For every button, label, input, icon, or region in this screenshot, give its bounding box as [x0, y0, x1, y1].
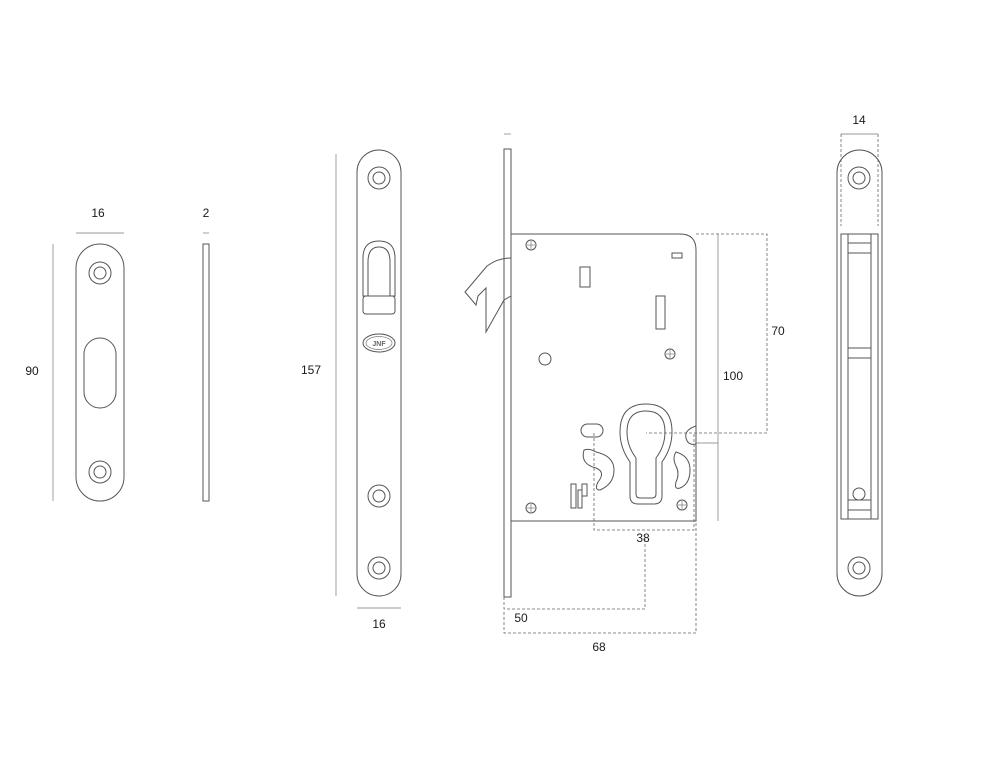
screw-bottom-left — [525, 502, 537, 514]
center-distance-label: 38 — [636, 531, 650, 545]
body-depth-dimension: 68 — [503, 521, 697, 654]
body-height-label: 100 — [723, 369, 743, 383]
faceplate-height-dimension: 157 — [301, 154, 337, 596]
faceplate-height-label: 157 — [301, 363, 321, 377]
screw-bottom-right — [676, 499, 688, 511]
strike-width-dimension: 16 — [76, 206, 124, 234]
strike-height-dimension: 90 — [25, 244, 54, 501]
body-height-dimension: 100 — [717, 234, 743, 443]
strike-plate-front — [75, 243, 125, 502]
strike-width-label: 16 — [91, 206, 105, 220]
lock-body-side — [464, 133, 719, 598]
faceplate-width-label: 16 — [372, 617, 386, 631]
faceplate-front: JNF — [356, 149, 402, 597]
strike-thickness-label: 2 — [203, 206, 210, 220]
logo-badge: JNF — [362, 333, 396, 353]
faceplate-thickness-label: 14 — [852, 113, 866, 127]
faceplate-thickness-dimension: 14 — [840, 113, 879, 226]
screw-middle-right — [664, 348, 676, 360]
faceplate-rear — [836, 149, 883, 597]
faceplate-width-dimension: 16 — [357, 607, 401, 631]
center-distance-dimension: 38 — [593, 433, 695, 545]
body-depth-label: 68 — [592, 640, 606, 654]
strike-height-label: 90 — [25, 364, 39, 378]
backset-label: 50 — [514, 611, 528, 625]
strike-plate-side: 2 — [202, 206, 210, 502]
distance-70-label: 70 — [771, 324, 785, 338]
logo-text: JNF — [372, 341, 386, 348]
screw-top-left — [525, 239, 537, 251]
backset-dimension: 50 — [503, 535, 646, 625]
distance-70-dimension: 70 — [646, 233, 785, 434]
